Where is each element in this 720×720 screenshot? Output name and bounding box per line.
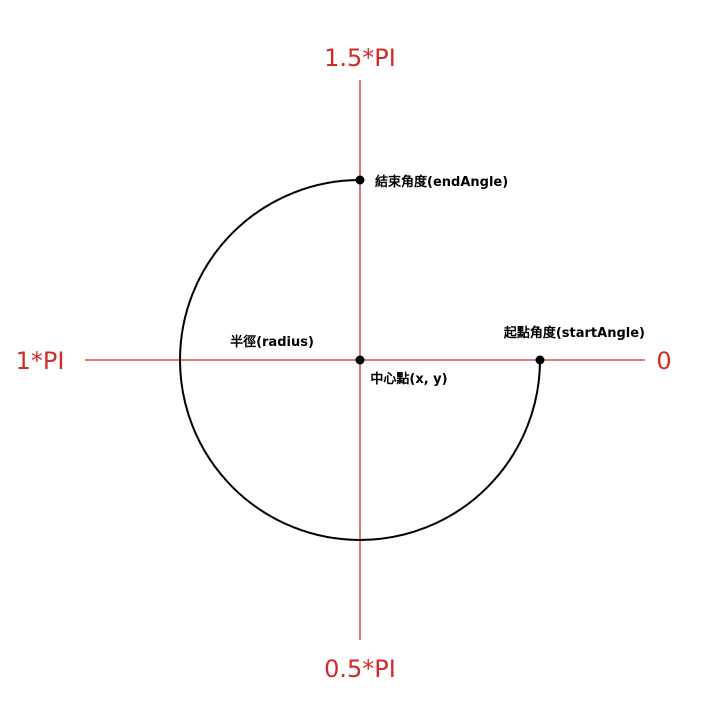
label-center: 中心點(x, y) [370,371,447,387]
label-half-pi: 0.5*PI [324,655,396,683]
end-angle-point [355,175,365,185]
start-angle-point [535,355,545,365]
center-point [355,355,365,365]
label-zero: 0 [656,347,671,375]
label-radius: 半徑(radius) [230,334,314,350]
label-end-angle: 結束角度(endAngle) [375,174,508,190]
label-start-angle: 起點角度(startAngle) [503,325,645,341]
label-one-and-half-pi: 1.5*PI [324,44,396,72]
arc-path [179,179,541,541]
label-pi: 1*PI [16,347,65,375]
